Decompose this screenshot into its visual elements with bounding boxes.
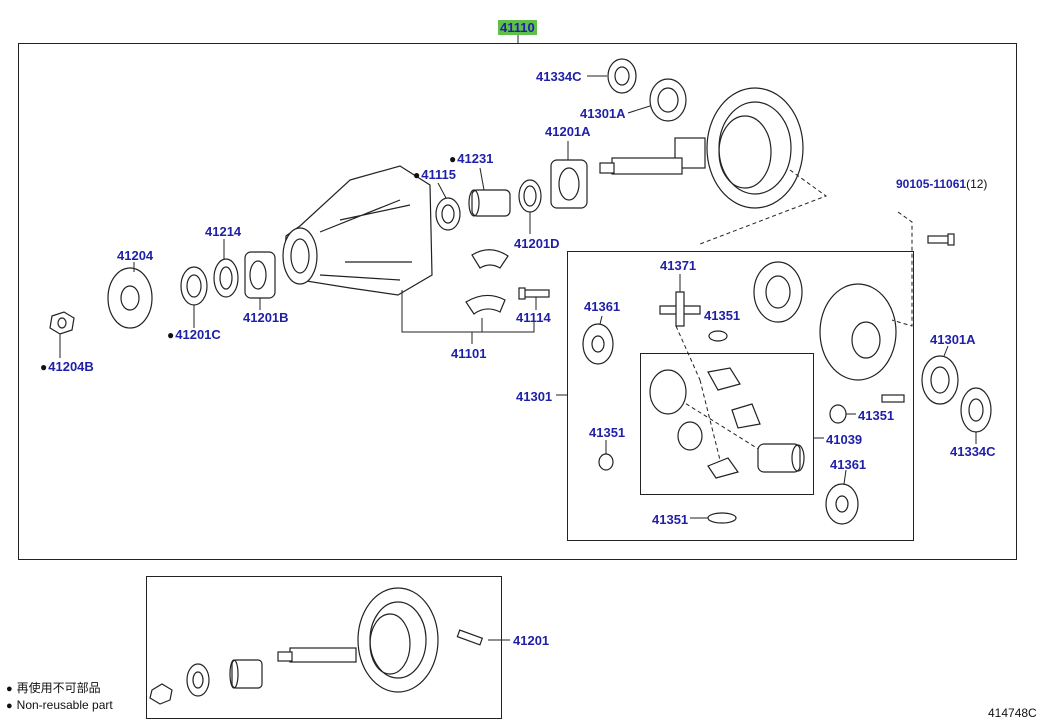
callout-41115[interactable]: 41115 [413,167,456,183]
callout-41101[interactable]: 41101 [451,346,487,361]
callout-41204b-text: 41204B [48,359,94,374]
callout-41201[interactable]: 41201 [513,633,550,648]
legend-line-jp: ●再使用不可部品 [6,680,113,697]
callout-41351-right[interactable]: 41351 [858,408,895,423]
callout-90105-text: 90105-11061 [896,177,967,191]
figure-reference: 414748C [988,706,1037,720]
callout-41361-right[interactable]: 41361 [830,457,867,472]
callout-41371[interactable]: 41371 [660,258,697,273]
legend-text-en: Non-reusable part [16,698,113,712]
callout-41301a-right[interactable]: 41301A [930,332,976,347]
callout-41201c-text: 41201C [175,327,221,342]
differential-case-frame [567,251,914,541]
callout-90105-11061[interactable]: 90105-11061(12) [896,177,987,192]
callout-90105-quantity: (12) [966,177,988,191]
callout-41039[interactable]: 41039 [826,432,863,447]
callout-41301[interactable]: 41301 [516,389,553,404]
legend: ●再使用不可部品 ●Non-reusable part [6,680,113,714]
gear-kit-frame [146,576,502,719]
callout-41201d[interactable]: 41201D [514,236,560,251]
legend-line-en: ●Non-reusable part [6,697,113,714]
callout-41114[interactable]: 41114 [516,310,551,325]
callout-41361-left[interactable]: 41361 [584,299,621,314]
callout-41351-top[interactable]: 41351 [704,308,741,323]
legend-text-jp: 再使用不可部品 [16,681,101,695]
callout-41204b[interactable]: 41204B [40,359,94,375]
callout-41115-text: 41115 [421,167,456,182]
pinion-gear-subframe [640,353,814,495]
callout-41110-text: 41110 [498,20,537,35]
callout-41201a[interactable]: 41201A [545,124,591,139]
legend-bullet-icon: ● [6,700,13,712]
main-assembly-frame [18,43,1017,560]
callout-41231-text: 41231 [457,151,494,166]
callout-41201b[interactable]: 41201B [243,310,289,325]
callout-41110[interactable]: 41110 [498,20,537,35]
callout-41214[interactable]: 41214 [205,224,242,239]
callout-41204[interactable]: 41204 [117,248,154,263]
callout-41334c-top[interactable]: 41334C [536,69,582,84]
callout-41351-bottom[interactable]: 41351 [652,512,689,527]
legend-bullet-icon: ● [6,683,13,695]
callout-41231[interactable]: 41231 [449,151,493,167]
callout-41351-left[interactable]: 41351 [589,425,626,440]
callout-41301a-top[interactable]: 41301A [580,106,626,121]
callout-41201c[interactable]: 41201C [167,327,221,343]
callout-41334c-right[interactable]: 41334C [950,444,996,459]
